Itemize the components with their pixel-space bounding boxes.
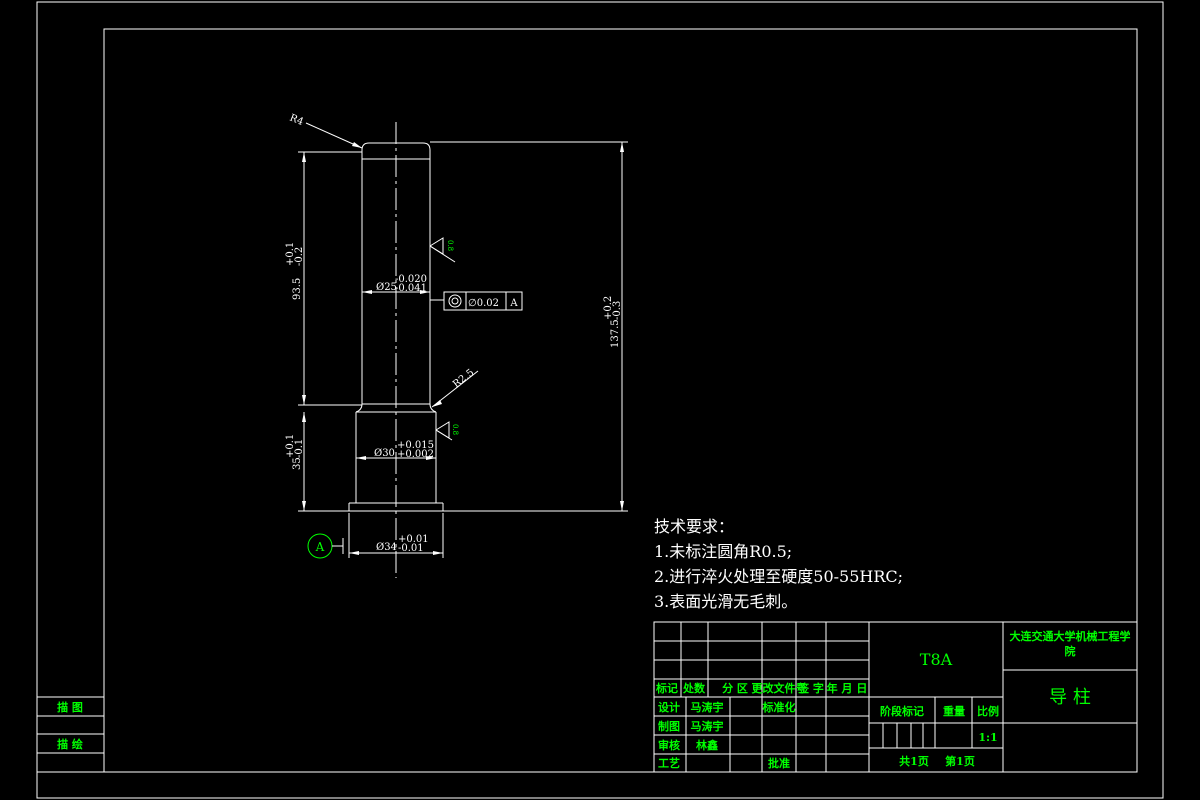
svg-text:签 字: 签 字 <box>797 681 824 695</box>
svg-text:137.5: 137.5 <box>610 319 621 348</box>
dim-137-5: 137.5 +0.2 -0.3 <box>603 142 624 511</box>
svg-text:处数: 处数 <box>682 681 706 695</box>
svg-text:制图: 制图 <box>658 719 680 733</box>
svg-text:R4: R4 <box>288 113 305 128</box>
svg-text:阶段标记: 阶段标记 <box>880 704 924 718</box>
roughness-symbol-1: 0.8 <box>429 237 456 263</box>
datum-symbol-a: A <box>307 533 344 559</box>
dim-35: 35 +0.1 -0.1 <box>285 412 306 511</box>
scale-value: 1:1 <box>978 731 997 744</box>
svg-text:工艺: 工艺 <box>658 756 680 770</box>
dim-dia25: Ø25 -0.020 -0.041 <box>362 274 444 301</box>
svg-text:93.5: 93.5 <box>292 278 303 300</box>
svg-text:更改文件号: 更改文件号 <box>752 681 807 695</box>
svg-text:+0.01: +0.01 <box>398 534 429 545</box>
svg-text:+0.1: +0.1 <box>285 434 296 458</box>
svg-text:-0.041: -0.041 <box>395 283 427 294</box>
svg-text:+0.002: +0.002 <box>397 449 434 460</box>
svg-text:分 区: 分 区 <box>722 681 748 695</box>
svg-text:35: 35 <box>292 457 303 470</box>
svg-text:林鑫: 林鑫 <box>696 738 718 752</box>
school-name: 大连交通大学机械工程学院 <box>1010 629 1131 658</box>
page-count: 共1页 <box>899 754 929 768</box>
svg-text:-0.020: -0.020 <box>395 274 427 285</box>
dim-93-5: 93.5 +0.1 -0.2 <box>285 152 306 405</box>
page-number: 第1页 <box>945 754 975 768</box>
svg-text:+0.2: +0.2 <box>603 296 614 320</box>
svg-text:Ø34: Ø34 <box>376 542 397 553</box>
outer-frame <box>36 1 1164 799</box>
svg-text:批准: 批准 <box>768 756 790 770</box>
material: T8A <box>920 650 953 669</box>
svg-text:+0.015: +0.015 <box>397 440 434 451</box>
svg-text:+0.1: +0.1 <box>285 242 296 266</box>
radius-r4: R4 <box>288 113 363 149</box>
svg-text:马涛宇: 马涛宇 <box>691 719 724 733</box>
side-box: 描 图 描 绘 <box>36 696 105 773</box>
svg-text:比例: 比例 <box>977 704 999 718</box>
note-2: 2.进行淬火处理至硬度50-55HRC; <box>654 567 903 586</box>
svg-text:0.8: 0.8 <box>451 424 459 435</box>
svg-text:标准化: 标准化 <box>762 700 796 714</box>
svg-text:马涛宇: 马涛宇 <box>691 700 724 714</box>
svg-text:标记: 标记 <box>655 681 678 695</box>
dim-dia30: Ø30 +0.015 +0.002 <box>356 440 436 460</box>
extension-lines <box>298 141 628 512</box>
svg-text:Ø25: Ø25 <box>376 282 397 293</box>
svg-text:-0.01: -0.01 <box>398 543 424 554</box>
svg-text:0.8: 0.8 <box>446 240 454 251</box>
svg-text:Ø30: Ø30 <box>374 448 395 459</box>
svg-text:-0.1: -0.1 <box>294 439 305 458</box>
side-box-label-2: 描 绘 <box>57 737 83 751</box>
svg-text:R2.5: R2.5 <box>451 367 476 390</box>
inner-frame <box>103 28 1138 773</box>
notes-heading: 技术要求： <box>654 517 734 536</box>
svg-text:年 月 日: 年 月 日 <box>827 681 868 695</box>
svg-text:审核: 审核 <box>658 738 680 752</box>
side-box-label-1: 描 图 <box>57 700 83 714</box>
svg-text:重量: 重量 <box>943 704 965 718</box>
note-1: 1.未标注圆角R0.5; <box>654 542 792 561</box>
title-block: 标记 处数 分 区 更改文件号 签 字 年 月 日 设计 马涛宇 标准化 制图 … <box>653 621 1138 773</box>
technical-notes: 技术要求： 1.未标注圆角R0.5; 2.进行淬火处理至硬度50-55HRC; … <box>654 517 903 611</box>
svg-text:A: A <box>509 298 518 309</box>
roughness-symbol-2: 0.8 <box>435 421 459 441</box>
geometric-tolerance-frame: ∅0.02 A <box>443 291 523 311</box>
svg-text:∅0.02: ∅0.02 <box>468 298 499 309</box>
dim-dia34: Ø34 +0.01 -0.01 <box>348 513 444 558</box>
radius-r2-5: R2.5 <box>431 367 479 408</box>
svg-text:A: A <box>315 540 325 554</box>
svg-text:-0.2: -0.2 <box>294 247 305 266</box>
svg-text:设计: 设计 <box>658 700 680 714</box>
svg-text:-0.3: -0.3 <box>612 301 623 320</box>
part-name: 导 柱 <box>1049 687 1091 708</box>
note-3: 3.表面光滑无毛刺。 <box>654 592 797 611</box>
